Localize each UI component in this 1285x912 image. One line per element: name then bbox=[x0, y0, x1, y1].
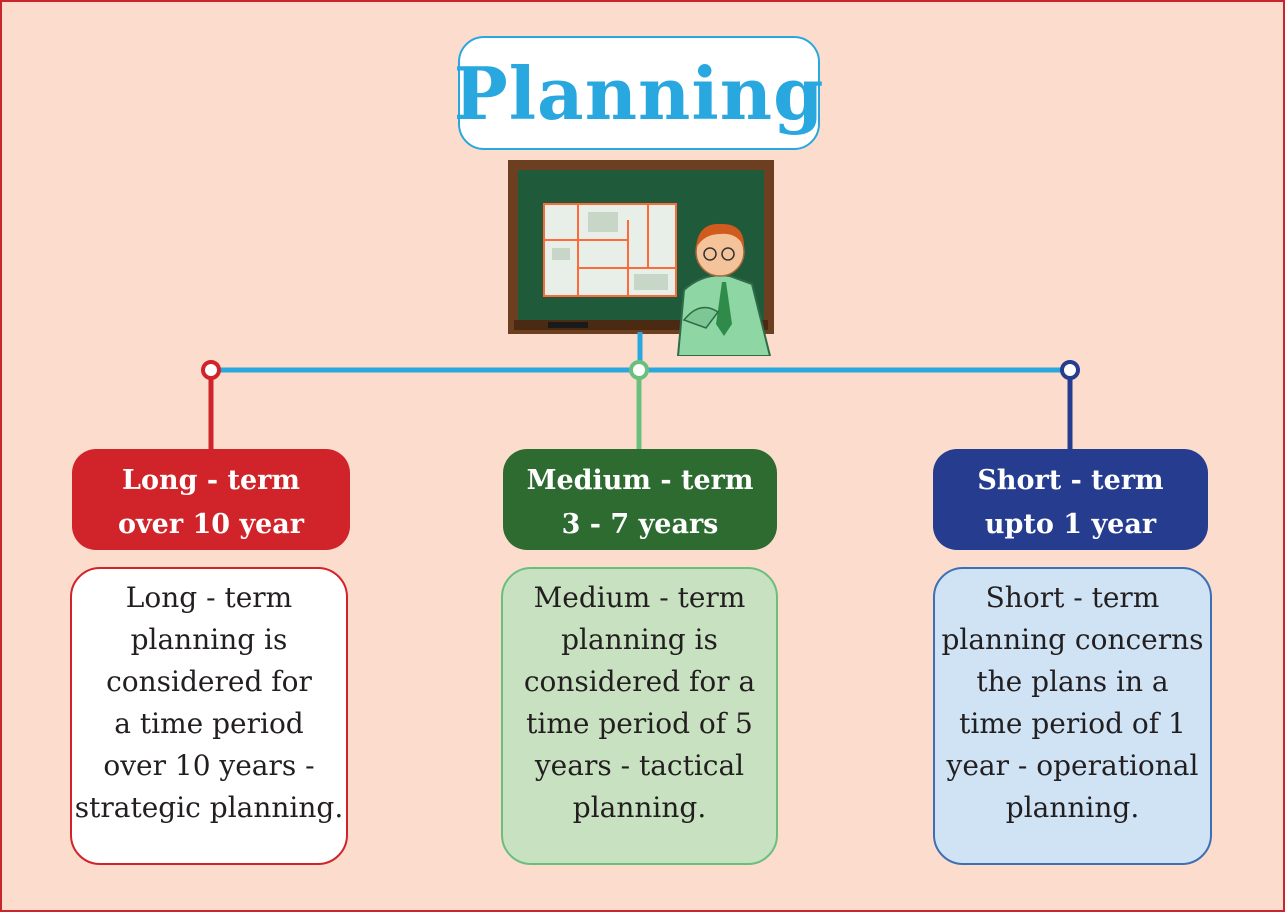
teacher-arm bbox=[682, 306, 720, 329]
short-term-description-box: Short - term planning concerns the plans… bbox=[933, 567, 1212, 865]
short-term-description-line: planning concerns bbox=[941, 623, 1204, 656]
medium-term-description-line: planning. bbox=[572, 791, 707, 824]
medium-term-description-line: planning is bbox=[561, 623, 718, 656]
short-term-header-line: Short - term bbox=[977, 465, 1164, 496]
medium-term-description-line: time period of 5 bbox=[526, 707, 753, 740]
long-term-description-box: Long - term planning is considered for a… bbox=[70, 567, 348, 865]
long-term-header-line: over 10 year bbox=[117, 509, 305, 540]
medium-term-header-line: Medium - term bbox=[526, 465, 754, 496]
long-term-node-dot bbox=[201, 360, 221, 380]
short-term-description-line: Short - term bbox=[985, 581, 1160, 614]
short-term-description-line: time period of 1 bbox=[959, 707, 1186, 740]
medium-term-node-dot bbox=[629, 360, 649, 380]
short-term-node-dot bbox=[1060, 360, 1080, 380]
medium-term-header-line: 3 - 7 years bbox=[561, 509, 719, 540]
title-box: Planning bbox=[454, 36, 823, 150]
long-term-header-line: Long - term bbox=[122, 465, 300, 496]
teacher-tie bbox=[716, 282, 732, 336]
long-term-description-line: considered for bbox=[106, 665, 312, 698]
long-term-description-line: a time period bbox=[114, 707, 304, 740]
long-term-description-line: over 10 years - bbox=[103, 749, 315, 782]
short-term-header: Short - term upto 1 year bbox=[933, 449, 1208, 550]
long-term-description-line: strategic planning. bbox=[74, 791, 344, 824]
medium-term-header: Medium - term 3 - 7 years bbox=[503, 449, 777, 550]
eraser bbox=[548, 322, 588, 328]
teacher-hair bbox=[696, 223, 744, 248]
short-term-header-line: upto 1 year bbox=[984, 509, 1157, 540]
medium-term-description-line: years - tactical bbox=[534, 749, 745, 782]
long-term-description-line: Long - term bbox=[125, 581, 293, 614]
diagram-title: Planning bbox=[453, 50, 825, 136]
short-term-description-line: year - operational bbox=[946, 749, 1199, 782]
medium-term-description-line: Medium - term bbox=[533, 581, 746, 614]
long-term-description-line: planning is bbox=[130, 623, 288, 656]
medium-term-description-box: Medium - term planning is considered for… bbox=[501, 567, 778, 865]
chalk-tray bbox=[514, 320, 768, 330]
short-term-description-line: the plans in a bbox=[976, 665, 1169, 698]
teacher-at-chalkboard-image bbox=[508, 160, 774, 356]
short-term-description-line: planning. bbox=[1005, 791, 1140, 824]
medium-term-description-line: considered for a bbox=[523, 665, 756, 698]
long-term-header: Long - term over 10 year bbox=[72, 449, 350, 550]
